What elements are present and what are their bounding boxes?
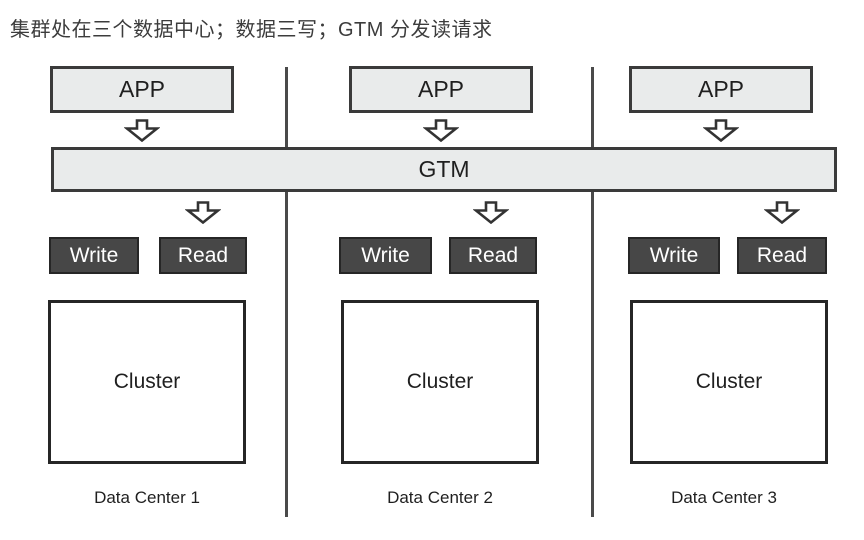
- down-arrow-icon: [764, 201, 800, 224]
- down-arrow-icon: [124, 119, 160, 142]
- column-divider-1: [285, 67, 288, 517]
- gtm-bar: GTM: [51, 147, 837, 192]
- down-arrow-icon: [423, 119, 459, 142]
- app-box-2: APP: [349, 66, 533, 113]
- down-arrow-icon: [703, 119, 739, 142]
- write-badge-2: Write: [339, 237, 432, 274]
- datacenter-label-1: Data Center 1: [94, 488, 200, 507]
- down-arrow-icon: [473, 201, 509, 224]
- down-arrow-icon: [185, 201, 221, 224]
- cluster-box-3: Cluster: [630, 300, 828, 464]
- write-badge-3: Write: [628, 237, 720, 274]
- write-badge-1: Write: [49, 237, 139, 274]
- cluster-box-2: Cluster: [341, 300, 539, 464]
- read-badge-2: Read: [449, 237, 537, 274]
- read-badge-3: Read: [737, 237, 827, 274]
- datacenter-label-3: Data Center 3: [671, 488, 777, 507]
- app-box-1: APP: [50, 66, 234, 113]
- read-badge-1: Read: [159, 237, 247, 274]
- cluster-box-1: Cluster: [48, 300, 246, 464]
- column-divider-2: [591, 67, 594, 517]
- diagram-title: 集群处在三个数据中心；数据三写；GTM 分发读请求: [10, 19, 493, 41]
- datacenter-label-2: Data Center 2: [387, 488, 493, 507]
- app-box-3: APP: [629, 66, 813, 113]
